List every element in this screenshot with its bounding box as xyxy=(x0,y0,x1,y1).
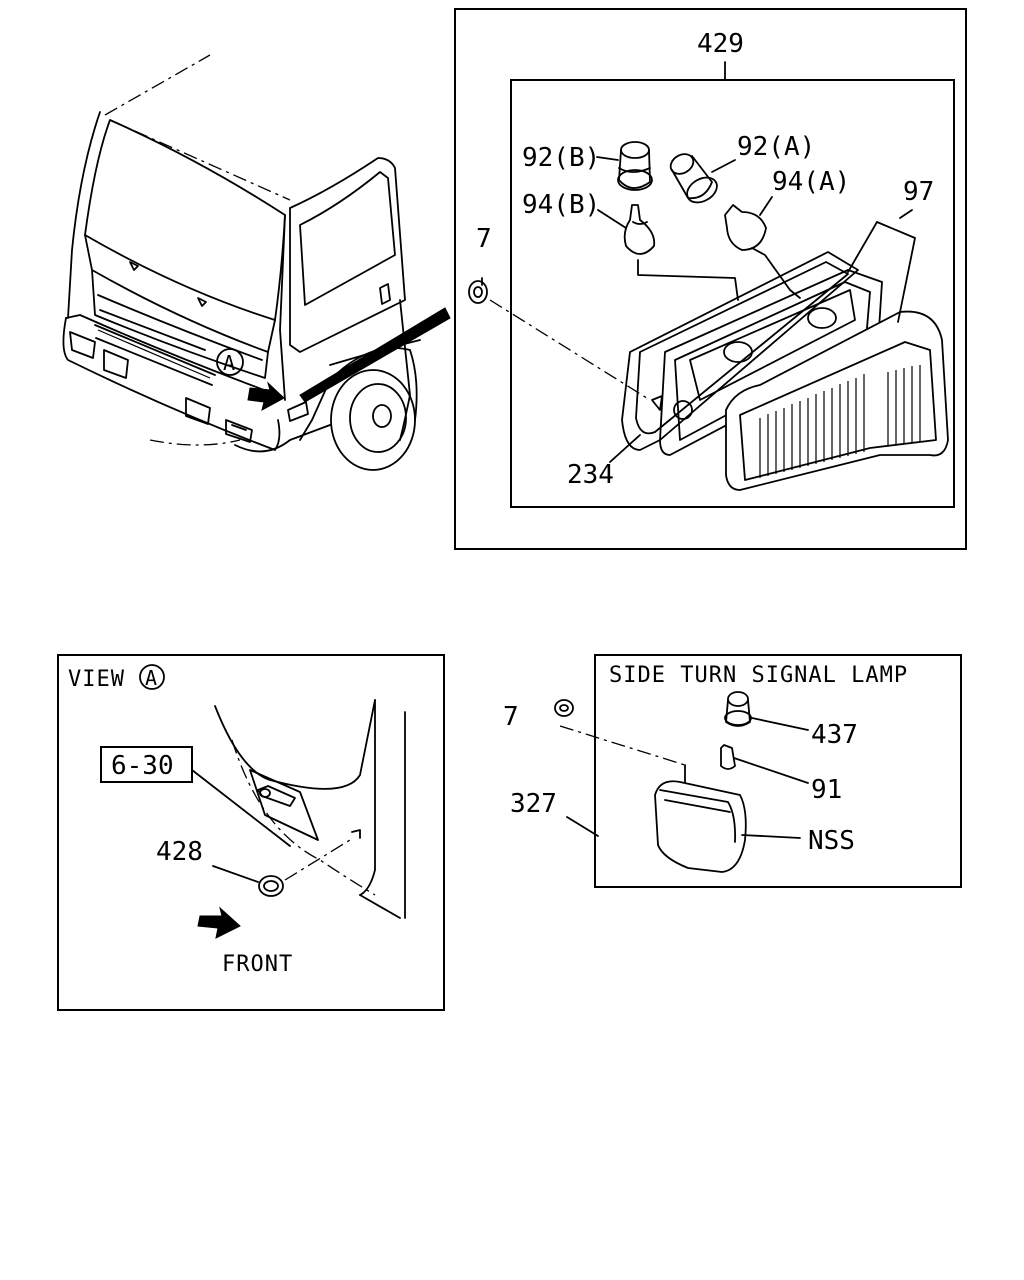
bulb-94b xyxy=(623,204,656,255)
label-94b: 94(B) xyxy=(522,190,600,220)
side-turn-signal-panel xyxy=(594,654,962,888)
callout-a-circle xyxy=(216,348,244,376)
lamp-429-box xyxy=(510,79,955,508)
side-lamp-illustration xyxy=(554,691,809,873)
lamp-assembly-panel xyxy=(454,8,967,550)
label-92a: 92(A) xyxy=(737,132,815,162)
label-97: 97 xyxy=(903,177,934,207)
label-92b: 92(B) xyxy=(522,143,600,173)
front-label: FRONT xyxy=(222,952,293,977)
bulb-92b xyxy=(617,141,653,191)
bulb-92a xyxy=(669,153,718,204)
truck-cab-illustration xyxy=(62,54,451,471)
label-91: 91 xyxy=(811,775,842,805)
label-428: 428 xyxy=(156,837,203,867)
label-327: 327 xyxy=(510,789,557,819)
label-7-bottom: 7 xyxy=(503,702,519,732)
label-nss: NSS xyxy=(808,826,855,856)
view-a-circle xyxy=(139,664,165,690)
label-94a: 94(A) xyxy=(772,167,850,197)
view-a-illustration xyxy=(191,699,406,939)
ref-630-box xyxy=(100,746,193,783)
bulb-94a xyxy=(724,204,767,251)
lamp-assembly-illustration xyxy=(468,141,949,491)
label-234: 234 xyxy=(567,460,614,490)
side-lamp-title: SIDE TURN SIGNAL LAMP xyxy=(609,663,908,688)
nut-7-top xyxy=(468,280,488,304)
label-437: 437 xyxy=(811,720,858,750)
callout-a-label: A xyxy=(223,351,235,375)
label-7-top: 7 xyxy=(476,224,492,254)
view-label: VIEW xyxy=(68,667,125,692)
label-429: 429 xyxy=(697,29,744,59)
view-a-letter: A xyxy=(145,666,157,690)
view-a-panel xyxy=(57,654,445,1011)
ref-630-label: 6-30 xyxy=(111,751,174,781)
